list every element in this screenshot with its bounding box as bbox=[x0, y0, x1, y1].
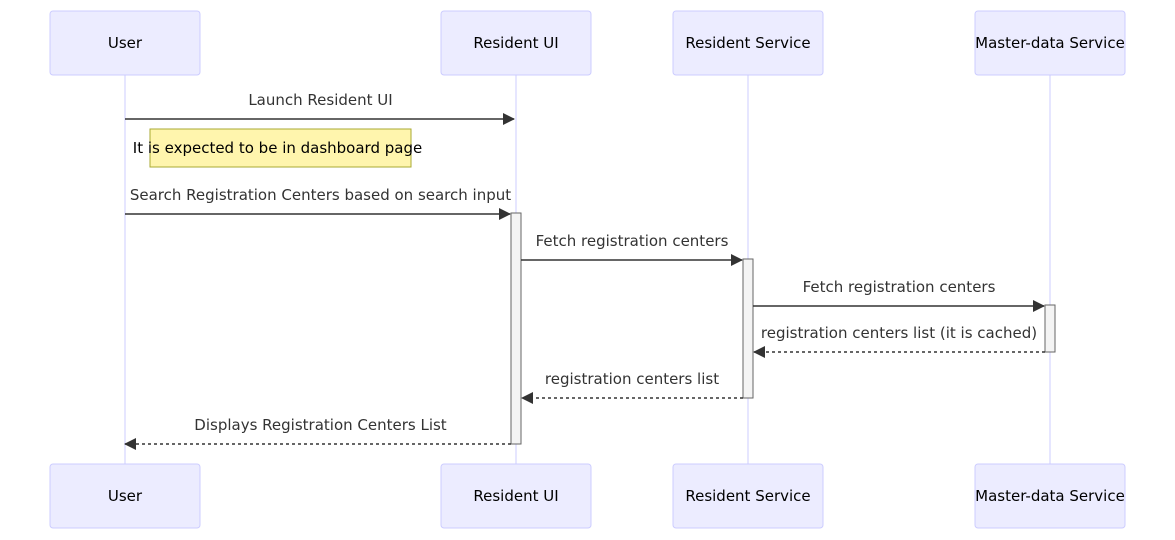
activations bbox=[510, 212, 1056, 445]
actor-resident-service-top: Resident Service bbox=[672, 10, 824, 76]
message-label: registration centers list bbox=[545, 370, 719, 388]
actor-resident-ui-bottom: Resident UI bbox=[440, 463, 592, 529]
message-5: registration centers list (it is cached) bbox=[753, 324, 1045, 358]
activation-bar-md bbox=[1044, 304, 1056, 353]
message-label: Launch Resident UI bbox=[248, 91, 392, 109]
notes: It is expected to be in dashboard page bbox=[133, 128, 422, 168]
actor-label: Resident UI bbox=[473, 34, 558, 52]
message-label: Fetch registration centers bbox=[803, 278, 996, 296]
actor-user-bottom: User bbox=[49, 463, 201, 529]
actor-label: Resident Service bbox=[685, 34, 810, 52]
message-4: Fetch registration centers bbox=[753, 278, 1045, 312]
actor-master-data-service-bottom: Master-data Service bbox=[974, 463, 1126, 529]
message-1: Launch Resident UI bbox=[125, 91, 515, 125]
actor-label: Master-data Service bbox=[975, 34, 1125, 52]
message-6: registration centers list bbox=[521, 370, 743, 404]
activation-bar-ui bbox=[510, 212, 522, 445]
messages: Launch Resident UI Search Registration Ce… bbox=[124, 91, 1045, 450]
activation-bar-rs bbox=[742, 258, 754, 399]
note: It is expected to be in dashboard page bbox=[133, 128, 422, 168]
actor-label: User bbox=[108, 34, 143, 52]
message-2: Search Registration Centers based on sea… bbox=[125, 186, 511, 220]
note-text: It is expected to be in dashboard page bbox=[133, 139, 422, 157]
message-7: Displays Registration Centers List bbox=[124, 416, 511, 450]
message-label: Search Registration Centers based on sea… bbox=[130, 186, 511, 204]
message-label: Displays Registration Centers List bbox=[194, 416, 447, 434]
actor-master-data-service-top: Master-data Service bbox=[974, 10, 1126, 76]
message-3: Fetch registration centers bbox=[521, 232, 743, 266]
actor-label: Resident UI bbox=[473, 487, 558, 505]
actor-label: Master-data Service bbox=[975, 487, 1125, 505]
actor-user-top: User bbox=[49, 10, 201, 76]
actor-label: Resident Service bbox=[685, 487, 810, 505]
actor-label: User bbox=[108, 487, 143, 505]
actor-resident-ui-top: Resident UI bbox=[440, 10, 592, 76]
actor-resident-service-bottom: Resident Service bbox=[672, 463, 824, 529]
message-label: registration centers list (it is cached) bbox=[761, 324, 1037, 342]
message-label: Fetch registration centers bbox=[536, 232, 729, 250]
